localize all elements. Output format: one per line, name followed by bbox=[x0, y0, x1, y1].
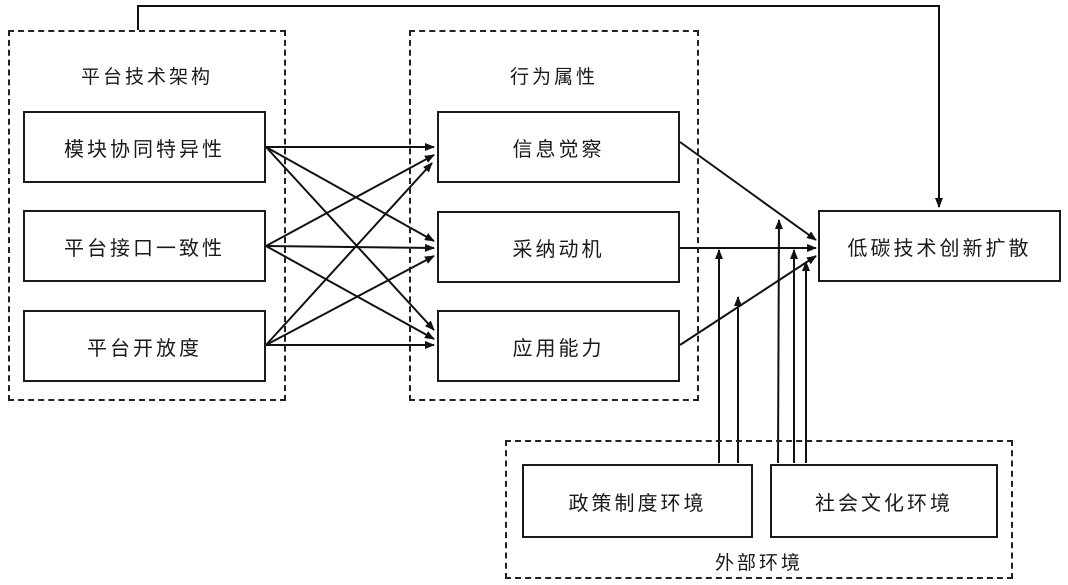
edge-p2-b1 bbox=[265, 154, 435, 247]
node-low-carbon-diffusion[interactable]: 低碳技术创新扩散 bbox=[818, 210, 1061, 282]
node-culture-environment[interactable]: 社会文化环境 bbox=[770, 464, 998, 538]
node-interface-consistency[interactable]: 平台接口一致性 bbox=[23, 210, 266, 282]
edge-b1-out bbox=[679, 141, 817, 241]
edge-p3-b1 bbox=[265, 162, 433, 346]
node-application-ability[interactable]: 应用能力 bbox=[437, 310, 680, 382]
group-external bbox=[505, 440, 1013, 579]
node-adoption-motive[interactable]: 采纳动机 bbox=[437, 211, 680, 283]
edge-p1-b2 bbox=[265, 146, 435, 242]
node-policy-environment[interactable]: 政策制度环境 bbox=[522, 464, 753, 538]
mod-culture-1 bbox=[774, 219, 783, 464]
group-behavior-title: 行为属性 bbox=[509, 66, 598, 88]
edge-platform-out bbox=[137, 5, 943, 208]
edge-p2-b2 bbox=[265, 243, 435, 252]
group-platform bbox=[8, 30, 286, 401]
edge-p1-b3 bbox=[265, 146, 435, 331]
node-info-awareness[interactable]: 信息觉察 bbox=[437, 111, 680, 183]
node-module-synergy[interactable]: 模块协同特异性 bbox=[23, 111, 266, 183]
group-platform-title: 平台技术架构 bbox=[80, 66, 213, 88]
node-platform-openness[interactable]: 平台开放度 bbox=[23, 310, 266, 382]
edge-p2-b3 bbox=[265, 245, 435, 340]
group-external-title: 外部环境 bbox=[714, 552, 803, 574]
edge-p3-b2 bbox=[265, 255, 435, 346]
edge-b3-out bbox=[679, 255, 817, 346]
group-behavior bbox=[409, 30, 699, 401]
